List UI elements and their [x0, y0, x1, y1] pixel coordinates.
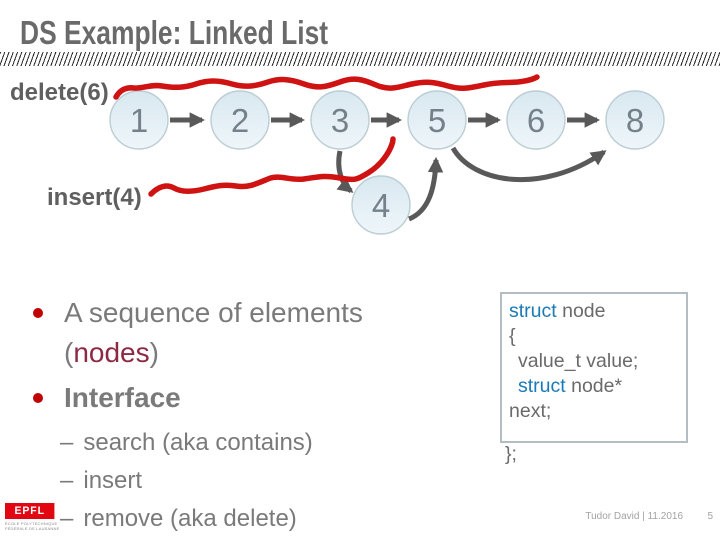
- bullet-marker: [33, 308, 43, 318]
- code-line-5: next;: [509, 400, 552, 422]
- epfl-logo: EPFL ÉCOLE POLYTECHNIQUE FÉDÉRALE DE LAU…: [5, 503, 59, 531]
- bullet-marker: [33, 393, 43, 403]
- node-3-value: 3: [331, 102, 349, 139]
- dash-marker: –: [60, 467, 74, 494]
- dash-marker: –: [60, 505, 74, 532]
- struct-code-box: struct node { value_t value; struct node…: [500, 292, 688, 443]
- page-number: 5: [707, 511, 713, 522]
- sub-bullet-search: –search (aka contains): [60, 424, 492, 462]
- delete-annotation-stroke: [113, 74, 540, 100]
- bullet1-highlight-nodes: nodes: [73, 337, 150, 368]
- code-keyword-struct: struct: [518, 375, 566, 397]
- arrow-5-bypass-to-8: [450, 146, 607, 183]
- code-keyword-struct: struct: [509, 300, 557, 322]
- sub-bullet-remove-label: remove (aka delete): [83, 505, 297, 532]
- node-5-value: 5: [428, 102, 446, 139]
- sub-bullet-search-label: search (aka contains): [83, 429, 313, 456]
- insert-operation-label: insert(4): [47, 184, 142, 211]
- node-8: 8: [605, 90, 665, 150]
- code-line-4: struct node*: [509, 374, 686, 399]
- code-line-3: value_t value;: [518, 350, 639, 372]
- bullet1-line1: A sequence of elements: [64, 297, 363, 328]
- arrow-4-to-5: [407, 156, 444, 222]
- epfl-caption-line1: ÉCOLE POLYTECHNIQUE: [5, 521, 58, 526]
- node-2: 2: [210, 90, 270, 150]
- node-5: 5: [407, 90, 467, 150]
- node-2-value: 2: [231, 102, 249, 139]
- code-line1-rest: node: [556, 300, 606, 322]
- insert-annotation-stroke: [148, 136, 396, 197]
- arrow-3-to-4: [336, 150, 354, 193]
- node-4-inserted: 4: [351, 175, 411, 235]
- node-1-value: 1: [130, 102, 148, 139]
- node-3: 3: [310, 90, 370, 150]
- page-title: DS Example: Linked List: [20, 14, 329, 51]
- delete-operation-label: delete(6): [10, 79, 109, 106]
- epfl-logo-caption: ÉCOLE POLYTECHNIQUE FÉDÉRALE DE LAUSANNE: [5, 521, 59, 531]
- bullet1-close-paren: ): [149, 337, 159, 368]
- dash-marker: –: [60, 429, 74, 456]
- bullet2-text: Interface: [64, 382, 181, 413]
- node-1: 1: [109, 90, 169, 150]
- node-6: 6: [506, 90, 566, 150]
- bullet1-open-paren: (: [64, 337, 74, 368]
- sub-bullet-insert: –insert: [60, 462, 492, 500]
- sub-bullet-remove: –remove (aka delete): [60, 500, 492, 538]
- bullet-text: A sequence of elements (nodes): [64, 293, 363, 373]
- code-line-6: };: [505, 443, 517, 465]
- bullet-sequence-of-elements: A sequence of elements (nodes): [22, 293, 492, 373]
- code-line4-rest: node*: [565, 375, 623, 397]
- epfl-logo-mark: EPFL: [5, 503, 55, 519]
- hatched-divider: [0, 52, 720, 66]
- code-line-1: struct node: [509, 299, 686, 324]
- bullet-list: A sequence of elements (nodes) Interface…: [22, 293, 492, 538]
- sub-bullet-insert-label: insert: [83, 467, 143, 494]
- node-4-value: 4: [372, 187, 390, 224]
- bullet-interface: Interface: [22, 378, 492, 418]
- node-6-value: 6: [527, 102, 545, 139]
- footer-credit: Tudor David | 11.2016: [585, 511, 683, 522]
- code-line-2: {: [509, 325, 516, 347]
- epfl-caption-line2: FÉDÉRALE DE LAUSANNE: [5, 526, 60, 531]
- node-8-value: 8: [626, 102, 644, 139]
